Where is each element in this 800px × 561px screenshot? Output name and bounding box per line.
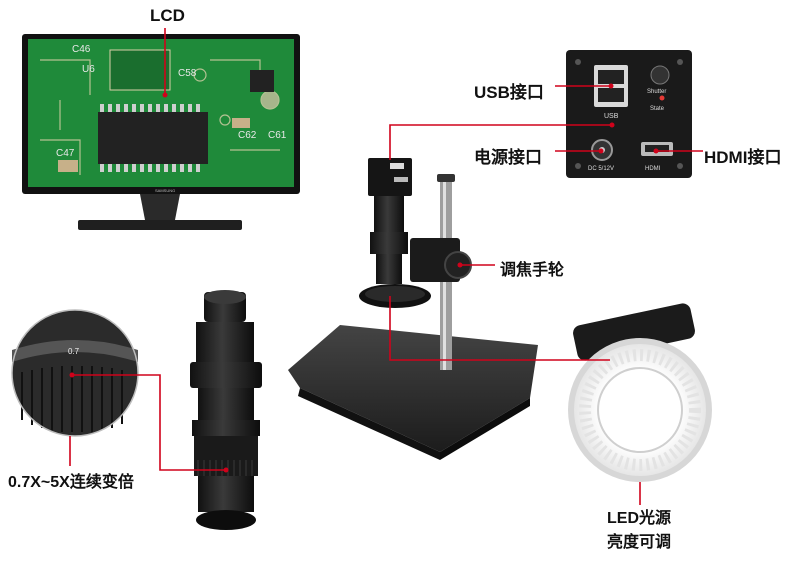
pcb-label-c62: C62 (238, 130, 257, 141)
monitor-brand: SAMSUNG (155, 188, 175, 193)
label-led-light: LED光源 亮度可调 (607, 507, 671, 555)
zoom-ring-magnifier: 0.7 (11, 309, 139, 437)
shutter-text: Shutter (647, 89, 666, 95)
hdmi-text: HDMI (645, 166, 661, 172)
label-led-line2: 亮度可调 (607, 534, 672, 551)
pcb-label-c58: C58 (178, 68, 197, 79)
monitor-base (78, 220, 242, 230)
pcb-label-c61: C61 (268, 130, 287, 141)
shutter-button-graphic (650, 65, 670, 85)
lens-scale-mark: 0.7 (68, 347, 80, 356)
stand-base (288, 325, 538, 452)
label-zoom-range: 0.7X~5X连续变倍 (8, 474, 134, 491)
camera-box: USB Shutter State DC 5/12V HDMI (566, 50, 692, 178)
dc-text: DC 5/12V (588, 166, 614, 172)
label-power-port: 电源接口 (474, 148, 542, 167)
label-lcd: LCD (150, 6, 185, 25)
chip-pins (100, 104, 200, 172)
led-ring-light (568, 303, 712, 482)
zoom-lens (190, 290, 262, 530)
pcb-chip (98, 112, 208, 164)
usb-text: USB (604, 113, 619, 120)
label-led-line1: LED光源 (607, 510, 672, 527)
state-text: State (650, 106, 665, 112)
monitor: C46 U6 C58 C47 C62 C61 SAMSUNG (22, 34, 300, 230)
callout-lines (69, 28, 703, 505)
callout-dots (69, 83, 659, 473)
pcb-label-c47: C47 (56, 148, 75, 159)
microscope-stand (288, 158, 538, 460)
pcb-traces (40, 59, 280, 175)
label-focus-knob: 调焦手轮 (500, 262, 565, 279)
label-hdmi-port: HDMI接口 (704, 148, 782, 167)
pcb-label-u6: U6 (82, 64, 95, 75)
label-usb-port: USB接口 (474, 83, 544, 102)
state-led (659, 95, 665, 101)
pcb-label-c46: C46 (72, 44, 91, 55)
